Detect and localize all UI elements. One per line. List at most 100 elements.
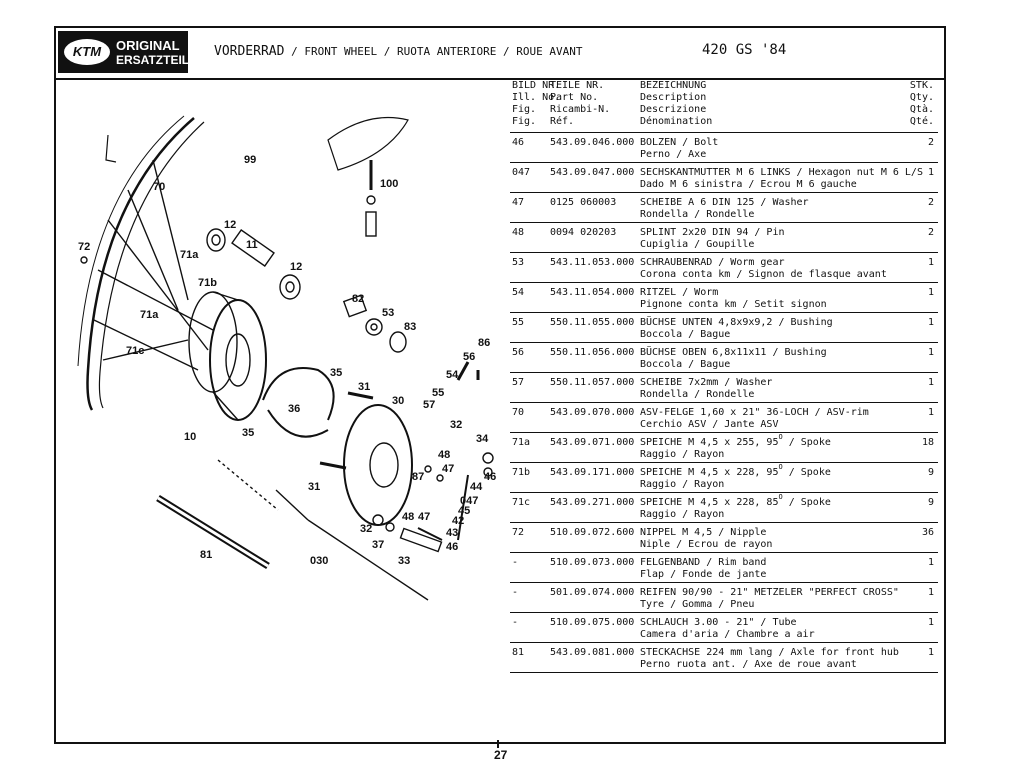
logo-line-2: ERSATZTEILE — [116, 53, 198, 67]
description-line-1: BÜCHSE OBEN 6,8x11x11 / Bushing — [640, 347, 827, 359]
fig-number: - — [512, 557, 519, 568]
quantity: 1 — [927, 557, 934, 568]
diagram-label: 81 — [200, 549, 212, 561]
description-main: SPEICHE M 4,5 x 228, 85 — [640, 497, 779, 508]
fig-number: - — [512, 617, 519, 628]
quantity: 1 — [927, 407, 934, 418]
header-bar: KTM ORIGINAL ERSATZTEILE VORDERRAD / FRO… — [56, 28, 944, 80]
page-title: VORDERRAD / FRONT WHEEL / RUOTA ANTERIOR… — [214, 44, 582, 59]
description-main: NIPPEL M 4,5 / Nipple — [640, 527, 767, 538]
diagram-label: 55 — [432, 387, 444, 399]
description-line-1: SECHSKANTMUTTER M 6 LINKS / Hexagon nut … — [640, 167, 923, 179]
degree-mark: O — [778, 463, 783, 471]
description-line-2: Raggio / Rayon — [640, 478, 725, 490]
fig-number: 047 — [512, 167, 531, 178]
diagram-label: 71b — [198, 277, 217, 289]
description-line-1: SPLINT 2x20 DIN 94 / Pin — [640, 227, 785, 239]
quantity: 1 — [927, 167, 934, 178]
part-number: 543.09.046.000 — [550, 137, 635, 148]
fig-number: 71c — [512, 497, 531, 508]
diagram-label: 42 — [452, 515, 464, 527]
description-main: ASV-FELGE 1,60 x 21" 36-LOCH / ASV-rim — [640, 407, 869, 418]
part-number: 501.09.074.000 — [550, 587, 635, 598]
diagram-label: 86 — [478, 337, 490, 349]
diagram-label: 48 — [402, 511, 414, 523]
description-line-2: Camera d'aria / Chambre a air — [640, 628, 815, 640]
description-line-1: BOLZEN / Bolt — [640, 137, 718, 149]
description-line-2: Corona conta km / Signon de flasque avan… — [640, 268, 887, 280]
description-main: SCHLAUCH 3.00 - 21" / Tube — [640, 617, 797, 628]
description-line-2: Boccola / Bague — [640, 328, 731, 340]
part-number: 543.09.171.000 — [550, 467, 635, 478]
description-line-2: Rondella / Rondelle — [640, 208, 755, 220]
diagram-label: 10 — [184, 431, 196, 443]
description-line-2: Rondella / Rondelle — [640, 388, 755, 400]
description-main: STECKACHSE 224 mm lang / Axle for front … — [640, 647, 899, 658]
part-number: 550.11.056.000 — [550, 347, 635, 358]
diagram-label: 87 — [412, 471, 424, 483]
diagram-label: 11 — [246, 239, 258, 251]
diagram-label: 83 — [404, 321, 416, 333]
diagram-label: 57 — [423, 399, 435, 411]
diagram-label: 12 — [224, 219, 236, 231]
diagram-label: 71c — [126, 345, 144, 357]
quantity: 2 — [927, 197, 934, 208]
parts-table: BILD NR. Ill. No. Fig. Fig. TEILE NR. Pa… — [510, 80, 938, 673]
diagram-label: 35 — [242, 427, 254, 439]
quantity: 1 — [927, 587, 934, 598]
diagram-label: 99 — [244, 154, 256, 166]
ktm-logo-icon: KTM — [64, 39, 110, 65]
quantity: 1 — [927, 257, 934, 268]
diagram-label: 37 — [372, 539, 384, 551]
diagram-label: 46 — [484, 471, 496, 483]
quantity: 1 — [927, 347, 934, 358]
description-main: SCHRAUBENRAD / Worm gear — [640, 257, 785, 268]
description-line-2: Boccola / Bague — [640, 358, 731, 370]
fig-number: 70 — [512, 407, 525, 418]
table-row: 047 543.09.047.000 SECHSKANTMUTTER M 6 LIN… — [510, 163, 938, 193]
description-line-1: REIFEN 90/90 - 21" METZELER "PERFECT CRO… — [640, 587, 899, 599]
part-description: REIFEN 90/90 - 21" METZELER "PERFECT CRO… — [640, 587, 899, 610]
fig-number: 81 — [512, 647, 525, 658]
description-line-2: Raggio / Rayon — [640, 508, 725, 520]
part-number: 543.09.047.000 — [550, 167, 635, 178]
description-suffix: / Spoke — [782, 497, 831, 508]
table-row: 56 550.11.056.000 BÜCHSE OBEN 6,8x11x11 / … — [510, 343, 938, 373]
fig-number: 71a — [512, 437, 531, 448]
diagram-label: 36 — [288, 403, 300, 415]
description-line-1: SPEICHE M 4,5 x 228, 85O / Spoke — [640, 494, 831, 509]
description-main: BÜCHSE UNTEN 4,8x9x9,2 / Bushing — [640, 317, 833, 328]
description-line-1: BÜCHSE UNTEN 4,8x9x9,2 / Bushing — [640, 317, 833, 329]
description-line-1: SCHRAUBENRAD / Worm gear — [640, 257, 887, 269]
diagram-label: 56 — [463, 351, 475, 363]
description-main: BOLZEN / Bolt — [640, 137, 719, 148]
description-main: SPLINT 2x20 DIN 94 / Pin — [640, 227, 785, 238]
diagram-label: 33 — [398, 555, 410, 567]
description-main: REIFEN 90/90 - 21" METZELER "PERFECT CRO… — [640, 587, 899, 598]
description-line-1: SPEICHE M 4,5 x 228, 95O / Spoke — [640, 464, 831, 479]
description-line-1: ASV-FELGE 1,60 x 21" 36-LOCH / ASV-rim — [640, 407, 869, 419]
degree-mark: O — [778, 493, 783, 501]
fig-number: 56 — [512, 347, 525, 358]
part-description: STECKACHSE 224 mm lang / Axle for front … — [640, 647, 899, 670]
degree-mark: O — [778, 433, 783, 441]
quantity: 9 — [927, 497, 934, 508]
header-fig: BILD NR. Ill. No. Fig. Fig. — [512, 80, 561, 127]
